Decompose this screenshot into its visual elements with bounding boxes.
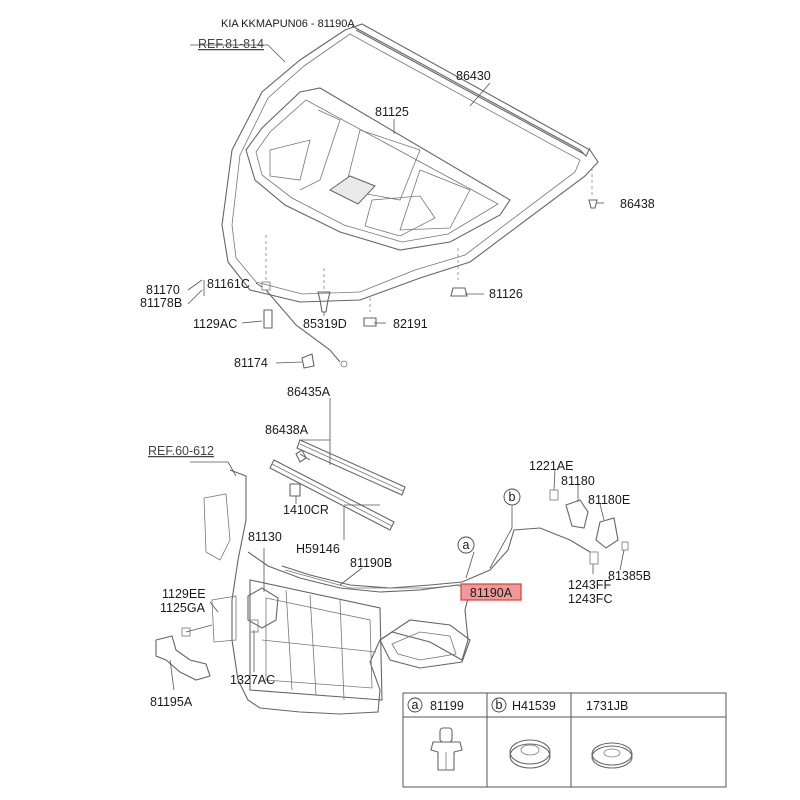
label-81180E[interactable]: 81180E: [588, 493, 630, 507]
label-1327AC[interactable]: 1327AC: [230, 673, 275, 687]
label-1243FF[interactable]: 1243FF: [568, 578, 611, 592]
highlighted-part-81190A[interactable]: 81190A: [460, 583, 522, 601]
legend-part-81199[interactable]: 81199: [430, 699, 464, 713]
label-85319D[interactable]: 85319D: [303, 317, 347, 331]
label-1410CR[interactable]: 1410CR: [283, 503, 329, 517]
label-81195A[interactable]: 81195A: [150, 695, 193, 709]
label-1129EE[interactable]: 1129EE: [162, 587, 206, 601]
callout-a: a: [457, 536, 475, 554]
legend-table: a 81199 b H41539 1731JB: [402, 692, 727, 788]
label-1243FC[interactable]: 1243FC: [568, 592, 612, 606]
svg-text:81190A: 81190A: [470, 586, 513, 600]
svg-text:b: b: [496, 698, 503, 712]
hood-hardware: [261, 199, 598, 369]
legend-part-H41539[interactable]: H41539: [512, 699, 556, 713]
label-H59146[interactable]: H59146: [296, 542, 340, 556]
ref-frame-link[interactable]: REF.60-612: [148, 444, 214, 458]
legend-col-c: 1731JB: [586, 699, 633, 769]
label-81161C[interactable]: 81161C: [207, 277, 250, 291]
ref-hood-link[interactable]: REF.81-814: [198, 37, 264, 51]
label-81130[interactable]: 81130: [248, 530, 282, 544]
legend-col-b: b H41539: [491, 697, 556, 769]
label-1129AC[interactable]: 1129AC: [193, 317, 237, 331]
callout-b: b: [503, 488, 521, 506]
label-81125[interactable]: 81125: [375, 105, 409, 119]
hood-panel: [221, 23, 599, 303]
legend-part-1731JB[interactable]: 1731JB: [586, 699, 628, 713]
label-81126[interactable]: 81126: [489, 287, 523, 301]
label-81170[interactable]: 81170: [146, 283, 180, 297]
label-86438A[interactable]: 86438A: [265, 423, 309, 437]
label-81178B[interactable]: 81178B: [140, 296, 182, 310]
label-81385B[interactable]: 81385B: [608, 569, 651, 583]
diagram-title: KIA KKMAPUN06 - 81190A: [221, 18, 355, 30]
part-labels: 86430 81125 86438 81170 81178B 81161C 81…: [140, 69, 655, 709]
svg-text:b: b: [509, 490, 516, 504]
clip-81199-icon: [430, 727, 463, 771]
svg-text:a: a: [412, 698, 419, 712]
washer-1731JB-icon: [591, 742, 633, 769]
label-1125GA[interactable]: 1125GA: [160, 601, 206, 615]
release-cables: [281, 489, 629, 589]
legend-col-a: a 81199: [407, 697, 464, 771]
label-86438[interactable]: 86438: [620, 197, 655, 211]
label-1221AE[interactable]: 1221AE: [529, 459, 573, 473]
svg-text:a: a: [463, 538, 470, 552]
label-81190B[interactable]: 81190B: [350, 556, 392, 570]
label-81174[interactable]: 81174: [234, 356, 268, 370]
label-86435A[interactable]: 86435A: [287, 385, 331, 399]
label-82191[interactable]: 82191: [393, 317, 428, 331]
label-86430[interactable]: 86430: [456, 69, 491, 83]
leader-lines: [169, 44, 625, 691]
grommet-H41539-icon: [509, 739, 551, 769]
label-81180[interactable]: 81180: [561, 474, 595, 488]
